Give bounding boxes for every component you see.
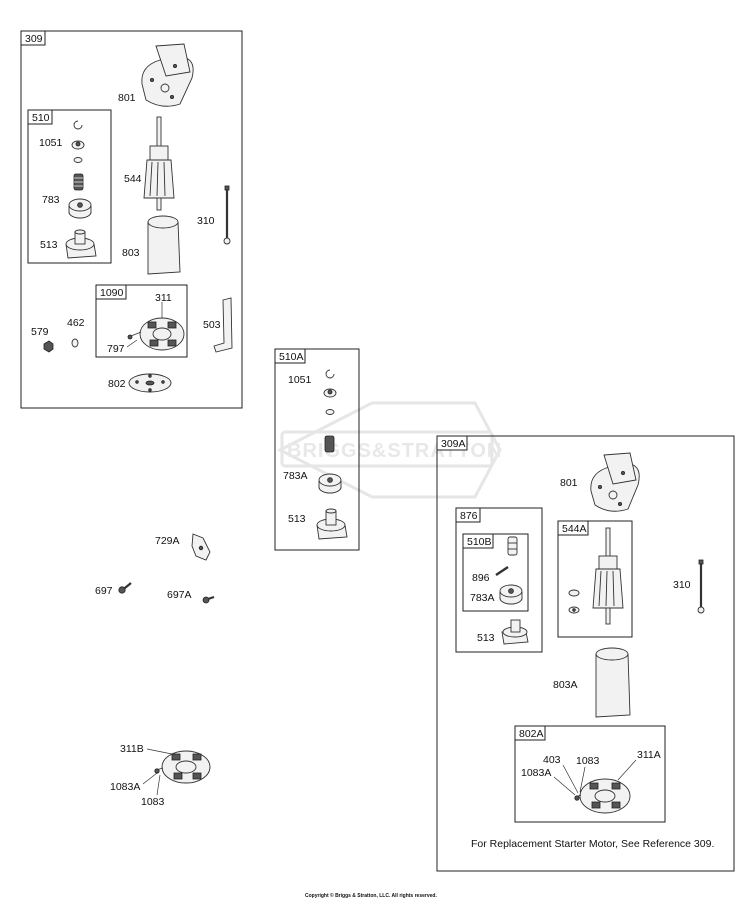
armature-544 xyxy=(143,116,175,211)
group-tag-544A: 544A xyxy=(562,523,587,535)
label-513-876: 513 xyxy=(477,632,495,644)
label-1083: 1083 xyxy=(141,796,165,808)
label-579: 579 xyxy=(31,326,49,338)
label-403: 403 xyxy=(543,754,561,766)
label-697: 697 xyxy=(95,585,113,597)
label-311A: 311A xyxy=(637,749,661,761)
copyright-text: Copyright © Briggs & Stratton, LLC. All … xyxy=(305,892,437,899)
clip-729A xyxy=(191,533,211,561)
label-783A: 783A xyxy=(283,470,308,482)
group-tag-876: 876 xyxy=(460,510,478,522)
drive-513-510A xyxy=(316,508,348,540)
label-1083A: 1083A xyxy=(110,781,140,793)
retaining-ring-1051 xyxy=(71,120,85,163)
end-cap-801 xyxy=(141,43,194,107)
group-tag-309A: 309A xyxy=(441,438,466,450)
label-544: 544 xyxy=(124,173,142,185)
spring-510A xyxy=(324,435,335,453)
shaft-510B xyxy=(507,536,518,556)
group-tag-309: 309 xyxy=(25,33,43,45)
label-310: 310 xyxy=(197,215,215,227)
group-tag-510: 510 xyxy=(32,112,50,124)
label-311: 311 xyxy=(155,292,172,304)
housing-803 xyxy=(147,215,181,275)
label-803A: 803A xyxy=(553,679,578,691)
nut-579 xyxy=(43,340,54,353)
pinion-gear-783 xyxy=(68,198,92,219)
group-309: 309 801 544 803 xyxy=(20,30,243,409)
label-783: 783 xyxy=(42,194,60,206)
group-tag-510B: 510B xyxy=(467,536,492,548)
bolt-310-309A xyxy=(697,559,705,614)
group-tag-1090: 1090 xyxy=(100,287,124,299)
label-311B: 311B xyxy=(120,743,144,755)
group-tag-510A: 510A xyxy=(279,351,304,363)
pinion-gear-783A xyxy=(318,473,342,494)
washer-462 xyxy=(71,338,79,348)
screw-697 xyxy=(118,582,132,594)
drive-513-876 xyxy=(501,619,529,645)
label-729A: 729A xyxy=(155,535,180,547)
group-510A: 510A 1051 783A 513 xyxy=(274,348,360,551)
label-802: 802 xyxy=(108,378,126,390)
label-801: 801 xyxy=(118,92,136,104)
replacement-note: For Replacement Starter Motor, See Refer… xyxy=(471,838,714,850)
label-310-309A: 310 xyxy=(673,579,691,591)
group-309A: 309A 801 876 510B 896 xyxy=(436,435,735,872)
label-1083A-802A: 1083A xyxy=(521,767,551,779)
watermark-logo: BRIGGS&STRATTON xyxy=(276,401,502,499)
plate-802 xyxy=(128,373,172,393)
retaining-ring-1051-510A xyxy=(323,369,337,415)
brush-plate-311B xyxy=(154,750,211,784)
label-803: 803 xyxy=(122,247,140,259)
label-503: 503 xyxy=(203,319,221,331)
spring xyxy=(73,173,84,191)
bracket-503 xyxy=(213,297,233,353)
screw-697A xyxy=(202,595,215,604)
label-896: 896 xyxy=(472,572,490,584)
armature-544A xyxy=(568,527,624,625)
pinion-gear-783A-510B xyxy=(499,584,523,605)
label-1083-802A: 1083 xyxy=(576,755,600,767)
end-cap-801-309A xyxy=(590,452,640,512)
label-462: 462 xyxy=(67,317,85,329)
drive-513 xyxy=(65,229,97,259)
housing-803A xyxy=(595,647,631,718)
pin-896 xyxy=(495,565,509,577)
bolt-310 xyxy=(223,185,231,245)
label-1051: 1051 xyxy=(39,137,63,149)
label-1051-510A: 1051 xyxy=(288,374,312,386)
brush-plate-311A xyxy=(574,778,631,814)
group-tag-802A: 802A xyxy=(519,728,544,740)
label-513-510A: 513 xyxy=(288,513,306,525)
label-797: 797 xyxy=(107,343,125,355)
label-513: 513 xyxy=(40,239,58,251)
label-697A: 697A xyxy=(167,589,192,601)
brush-plate-311 xyxy=(127,317,185,351)
label-801-309A: 801 xyxy=(560,477,578,489)
watermark-text: BRIGGS&STRATTON xyxy=(287,440,502,462)
label-783A-510B: 783A xyxy=(470,592,495,604)
